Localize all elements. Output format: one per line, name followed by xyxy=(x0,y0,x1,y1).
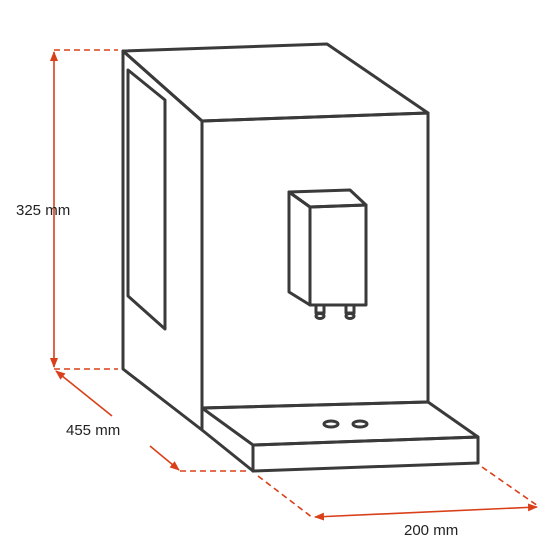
dimension-lines xyxy=(50,49,539,521)
drip-tray-front xyxy=(251,435,480,473)
side-window-panel xyxy=(126,68,167,331)
depth-dimension-arrow-upper xyxy=(55,370,113,417)
spout-side xyxy=(287,190,312,307)
drip-tray-side-edge xyxy=(200,428,255,473)
width-dimension-arrow xyxy=(314,503,538,521)
left-nozzle-tip xyxy=(314,312,326,320)
right-nozzle-tip xyxy=(344,312,356,320)
width-dimension-label: 200 mm xyxy=(404,522,459,539)
drip-tray xyxy=(200,400,480,473)
spout-front xyxy=(308,203,368,307)
machine-front-face xyxy=(200,111,430,410)
height-dimension-label: 325 mm xyxy=(16,202,71,219)
width-extension-right xyxy=(481,466,539,507)
drip-tray-hole-right xyxy=(351,419,369,429)
depth-dimension-arrow-lower xyxy=(149,445,180,471)
machine-side-face xyxy=(121,49,204,432)
coffee-machine-drawing xyxy=(121,42,480,473)
width-extension-left xyxy=(257,475,314,519)
machine-top-face xyxy=(121,42,430,123)
depth-dimension-label: 455 mm xyxy=(66,422,121,439)
coffee-spout xyxy=(287,188,368,320)
drip-tray-hole-left xyxy=(322,419,340,429)
